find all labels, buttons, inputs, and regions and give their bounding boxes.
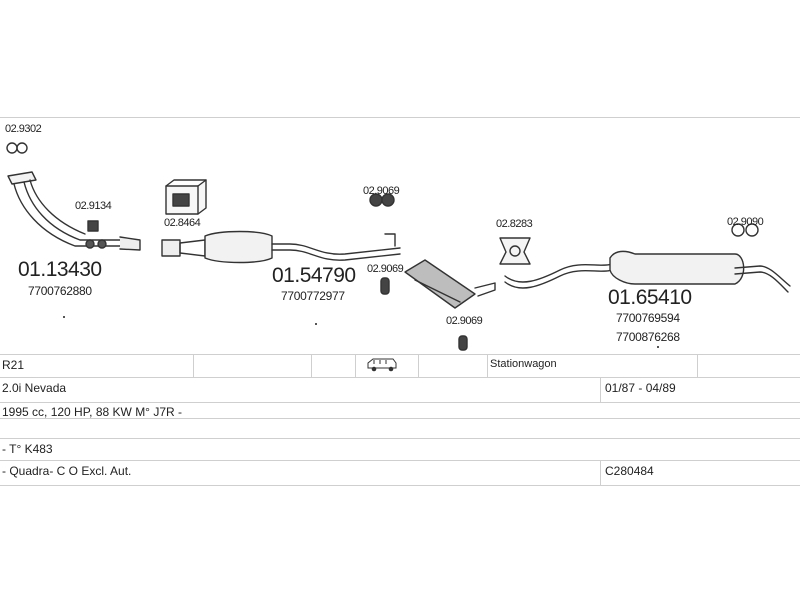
spec-cell: 1995 cc, 120 HP, 88 KW M° J7R - xyxy=(2,405,182,419)
oem-number: 7700772977 xyxy=(281,289,345,303)
table-line xyxy=(0,460,800,461)
part-code: 01.54790 xyxy=(272,264,356,287)
gasket-ring-icon xyxy=(6,142,28,154)
dot-marker xyxy=(657,346,659,348)
table-line xyxy=(0,377,800,378)
table-col-line xyxy=(600,460,601,485)
part-code: 01.65410 xyxy=(608,286,692,309)
table-line xyxy=(0,438,800,439)
table-col-line xyxy=(193,354,194,377)
part-code: 02.9069 xyxy=(363,185,400,197)
exhaust-drawing xyxy=(6,142,791,351)
part-code: 02.9069 xyxy=(446,315,483,327)
rubber-mount-icon xyxy=(369,193,395,207)
rubber-mount-icon xyxy=(458,335,468,351)
model-cell: R21 xyxy=(2,358,25,372)
table-col-line xyxy=(697,354,698,377)
table-col-line xyxy=(487,354,488,377)
table-line xyxy=(0,354,800,355)
part-code: 02.9069 xyxy=(367,263,404,275)
mounting-kit-box-icon xyxy=(165,179,207,215)
dot-marker xyxy=(315,323,317,325)
middle-pipe xyxy=(161,230,401,264)
centre-silencer xyxy=(404,259,496,309)
rubber-mount-icon xyxy=(87,220,99,232)
table-col-line xyxy=(355,354,356,377)
part-code: 02.9090 xyxy=(727,216,764,228)
table-col-line xyxy=(600,377,601,402)
front-downpipe xyxy=(7,171,141,251)
table-col-line xyxy=(418,354,419,377)
reference-cell: C280484 xyxy=(605,464,654,478)
part-code: 02.8283 xyxy=(496,218,533,230)
rubber-mount-icon xyxy=(731,223,759,237)
period-cell: 01/87 - 04/89 xyxy=(605,381,676,395)
part-code: 02.8464 xyxy=(164,217,201,229)
rear-pipe xyxy=(504,250,791,293)
body-type-cell: Stationwagon xyxy=(490,358,557,370)
oem-number: 7700876268 xyxy=(616,330,680,344)
part-code: 01.13430 xyxy=(18,258,102,281)
table-line xyxy=(0,485,800,486)
station-wagon-icon xyxy=(366,357,398,376)
table-line xyxy=(0,418,800,419)
engine-cell: 2.0i Nevada xyxy=(2,381,67,395)
part-code: 02.9134 xyxy=(75,200,112,212)
table-col-line xyxy=(311,354,312,377)
oem-number: 7700762880 xyxy=(28,284,92,298)
part-code: 02.9302 xyxy=(5,123,42,135)
table-line xyxy=(0,402,800,403)
oem-number: 7700769594 xyxy=(616,311,680,325)
rubber-mount-icon xyxy=(380,277,390,295)
rubber-mount-icon xyxy=(499,237,531,265)
type-code-cell: - T° K483 xyxy=(2,442,53,456)
exhaust-diagram: 02.9302 02.9134 01.13430 7700762880 02.8… xyxy=(0,118,800,354)
dot-marker xyxy=(63,316,65,318)
variant-cell: - Quadra- C O Excl. Aut. xyxy=(2,464,132,478)
top-divider xyxy=(0,117,800,118)
